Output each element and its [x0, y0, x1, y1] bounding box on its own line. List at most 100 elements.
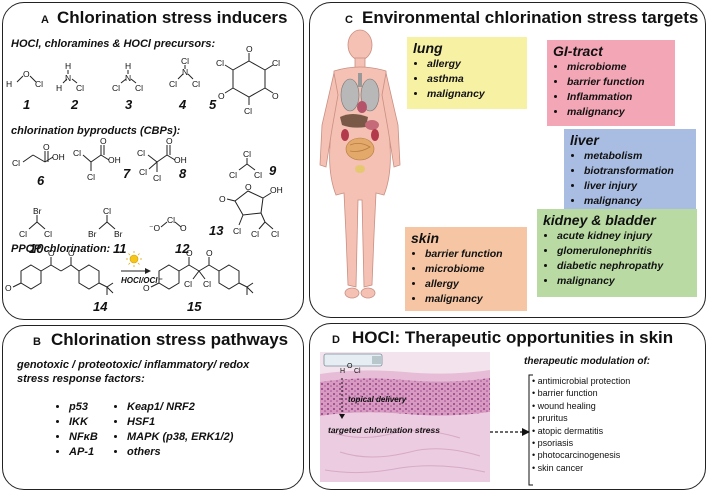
atom-label: H [340, 368, 345, 375]
atom-label: H [125, 61, 131, 71]
atom-label: O [5, 283, 12, 293]
compound-number: 12 [175, 241, 190, 256]
panel-a-subtitle-cbps: chlorination byproducts (CBPs): [11, 125, 181, 137]
compound-number: 10 [29, 241, 44, 256]
panel-b-title: Chlorination stress pathways [51, 330, 289, 349]
atom-label: O [347, 363, 353, 370]
panel-c: C Environmental chlorination stress targ… [309, 2, 706, 318]
atom-label: O [246, 44, 253, 54]
target-item: barrier function [425, 247, 521, 262]
atom-label: Cl [192, 79, 200, 89]
pathway-item: NFκB [69, 430, 98, 445]
compound-number: 8 [179, 166, 187, 181]
atom-label: N [125, 73, 131, 83]
compound-number: 4 [179, 97, 187, 112]
panel-a-title: Chlorination stress inducers [57, 8, 288, 27]
atom-label: Br [114, 229, 123, 239]
therapeutic-item: psoriasis [532, 437, 630, 449]
atom-label: Cl [87, 172, 95, 182]
atom-label: Cl [169, 79, 177, 89]
targeted-stress-label: targeted chlorination stress [328, 425, 440, 435]
target-item: allergy [427, 57, 521, 72]
atom-label: Br [33, 206, 42, 216]
pathway-item: MAPK (p38, ERK1/2) [127, 430, 233, 445]
pathway-item: HSF1 [127, 415, 233, 430]
panel-a: A Chlorination stress inducers HOCl, chl… [2, 2, 304, 320]
target-box-title: GI-tract [553, 43, 603, 59]
compound-number: 9 [269, 163, 277, 178]
therapeutic-item: photocarcinogenesis [532, 449, 630, 461]
compound-number: 3 [125, 97, 133, 112]
therapeutic-item: atopic dermatitis [532, 425, 630, 437]
target-item: microbiome [567, 60, 669, 75]
pathway-item: p53 [69, 400, 98, 415]
target-item: acute kidney injury [557, 229, 691, 244]
arrow-right-icon [490, 428, 530, 436]
panel-d: D HOCl: Therapeutic opportunities in ski… [309, 323, 706, 490]
atom-label: Cl [12, 158, 20, 168]
pathway-item: others [127, 445, 233, 460]
atom-label: O [68, 248, 75, 258]
target-box-title: kidney & bladder [543, 212, 656, 228]
target-item: barrier function [567, 75, 669, 90]
atom-label: Cl [135, 83, 143, 93]
chemical-structures: HOCl/OCl⁻ H O Cl H N H Cl H N Cl Cl Cl N… [5, 44, 283, 295]
atom-label: Cl [233, 226, 241, 236]
target-box-gi-tract: GI-tract microbiome barrier function Inf… [547, 40, 675, 126]
target-item: malignancy [557, 274, 691, 289]
compound-number: 13 [209, 223, 224, 238]
pathway-list-2: Keap1/ NRF2 HSF1 MAPK (p38, ERK1/2) othe… [113, 400, 233, 460]
atom-label: Cl [229, 170, 237, 180]
target-item: liver injury [584, 179, 690, 194]
atom-label: N [65, 73, 71, 83]
atom-label: Cl [73, 148, 81, 158]
atom-label: Cl [112, 83, 120, 93]
atom-label: Cl [167, 215, 175, 225]
therapeutic-item: pruritus [532, 412, 630, 424]
target-box-liver: liver metabolism biotransformation liver… [564, 129, 696, 213]
panel-c-letter: C [345, 14, 353, 26]
kidney-icon [341, 129, 379, 141]
skin-histology-image: H O Cl topical delivery targeted chlorin… [320, 352, 490, 482]
target-item: malignancy [567, 105, 669, 120]
target-item: metabolism [584, 149, 690, 164]
target-box-skin: skin barrier function microbiome allergy… [405, 227, 527, 311]
compound-number: 15 [187, 299, 202, 314]
tube-icon [323, 353, 383, 367]
target-box-lung: lung allergy asthma malignancy [407, 37, 527, 109]
topical-delivery-label: topical delivery [348, 395, 407, 404]
atom-label: Cl [354, 368, 361, 375]
atom-label: H [6, 79, 12, 89]
atom-label: O [23, 69, 30, 79]
atom-label: N [182, 67, 188, 77]
target-item: glomerulonephritis [557, 244, 691, 259]
target-box-title: skin [411, 230, 440, 246]
compound-number: 6 [37, 173, 45, 188]
panel-b: B Chlorination stress pathways genotoxic… [2, 325, 304, 490]
atom-label: OH [174, 155, 187, 165]
atom-label: O [206, 248, 213, 258]
sun-icon [126, 251, 142, 267]
atom-label: O [166, 136, 173, 146]
pathway-item: AP-1 [69, 445, 98, 460]
target-box-title: liver [570, 132, 599, 148]
panel-a-subtitle-precursors: HOCl, chloramines & HOCl precursors: [11, 38, 216, 50]
compound-number: 1 [23, 97, 31, 112]
bracket [528, 374, 533, 486]
therapeutic-item: skin cancer [532, 462, 630, 474]
atom-label: OH [52, 152, 65, 162]
atom-label: OH [270, 185, 283, 195]
target-item: malignancy [584, 194, 690, 209]
atom-label: O [100, 136, 107, 146]
stomach-icon [365, 120, 379, 130]
atom-label: O [43, 142, 50, 152]
atom-label: Cl [203, 279, 211, 289]
compound-number: 7 [123, 166, 131, 181]
panel-a-letter: A [41, 14, 49, 26]
atom-label: O [219, 194, 226, 204]
intestine-icon [345, 137, 375, 161]
panel-b-subtitle: genotoxic / proteotoxic/ inflammatory/ r… [17, 359, 250, 371]
pathway-list-1: p53 IKK NFκB AP-1 [55, 400, 98, 460]
atom-label: Cl [76, 83, 84, 93]
liver-icon [340, 114, 368, 128]
